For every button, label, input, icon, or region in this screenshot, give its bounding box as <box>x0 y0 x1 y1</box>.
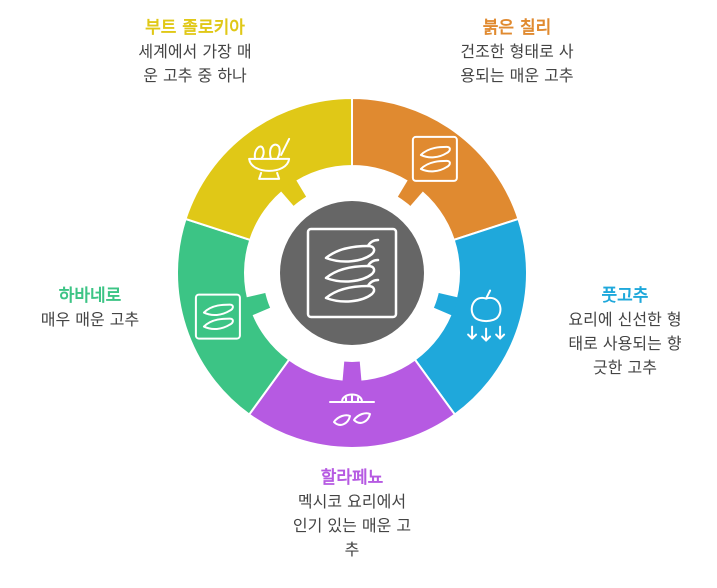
segment-desc: 매우 매운 고추 <box>40 310 140 329</box>
center-hub <box>280 201 424 345</box>
segment-connector-habanero <box>245 292 271 316</box>
label-poog: 풋고추 요리에 신선한 형 태로 사용되는 향 긋한 고추 <box>540 284 710 380</box>
segment-desc: 요리에 신선한 형 태로 사용되는 향 긋한 고추 <box>568 310 682 377</box>
label-red: 붉은 칠리 건조한 형태로 사 용되는 매운 고추 <box>412 16 622 88</box>
chili-frame-icon <box>194 293 241 340</box>
segment-bhut <box>184 96 353 242</box>
segment-title: 할라페뇨 <box>320 468 384 488</box>
segment-connector-jalapeno <box>342 360 362 382</box>
label-bhut: 부트 졸로키아 세계에서 가장 매 운 고추 중 하나 <box>90 16 300 88</box>
mortar-bowl-icon <box>248 137 291 180</box>
segment-desc: 건조한 형태로 사 용되는 매운 고추 <box>460 42 574 85</box>
segment-title: 붉은 칠리 <box>482 18 552 38</box>
segment-title: 하바네로 <box>58 286 122 306</box>
segment-connector-poog <box>433 292 459 316</box>
label-habanero: 하바네로 매우 매운 고추 <box>10 284 170 332</box>
sombrero-chili-icon <box>329 393 375 426</box>
label-jalapeno: 할라페뇨 멕시코 요리에서 인기 있는 매운 고 추 <box>262 466 442 562</box>
fresh-produce-icon <box>467 289 506 342</box>
segment-connector-red <box>397 179 424 207</box>
chili-frame-icon <box>411 135 458 182</box>
segment-title: 풋고추 <box>601 286 649 306</box>
segment-desc: 멕시코 요리에서 인기 있는 매운 고 추 <box>292 492 412 559</box>
segment-desc: 세계에서 가장 매 운 고추 중 하나 <box>138 42 252 85</box>
segment-connector-bhut <box>280 179 307 207</box>
segment-title: 부트 졸로키아 <box>145 18 245 38</box>
chili-peppers-icon <box>306 227 398 319</box>
